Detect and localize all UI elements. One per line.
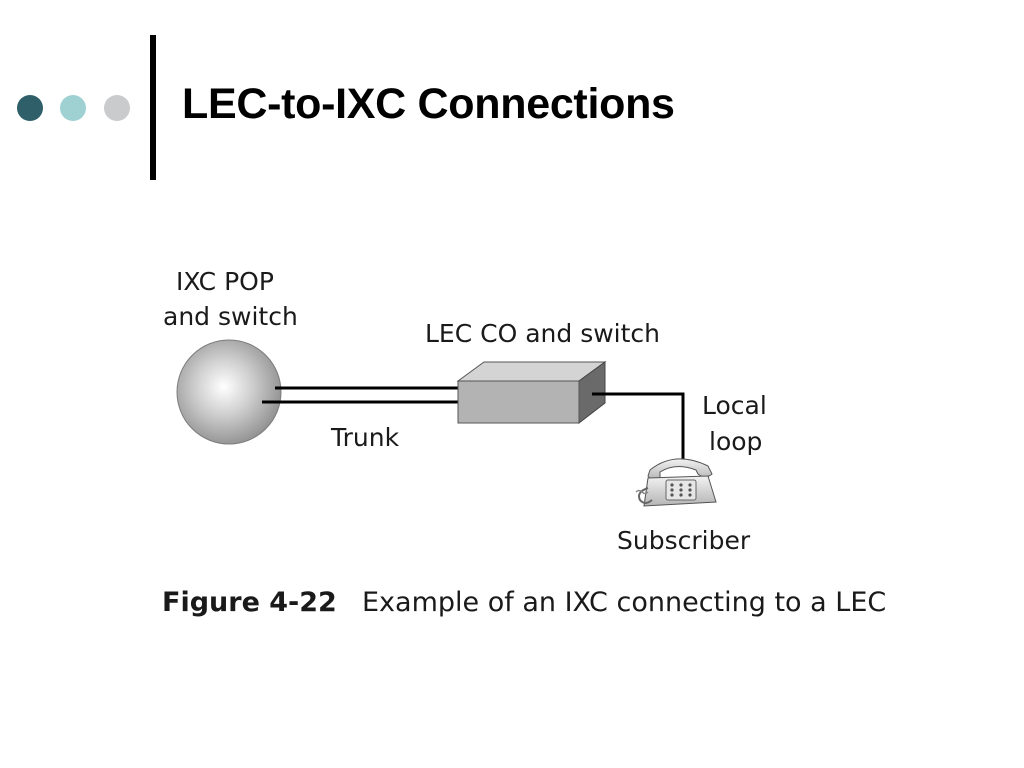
bullet-dot-dark [17, 95, 43, 121]
subscriber-label: Subscriber [617, 526, 751, 555]
telephone-icon [635, 458, 717, 507]
ixc-pop-switch-node [176, 339, 282, 445]
figure-caption: Example of an IXC connecting to a LEC [362, 587, 886, 618]
local-loop-link [592, 392, 685, 462]
lec-co-label: LEC CO and switch [425, 319, 660, 348]
slide-title: LEC-to-IXC Connections [182, 80, 675, 128]
trunk-link [262, 386, 462, 404]
trunk-label: Trunk [330, 423, 400, 452]
bullet-dot-light [60, 95, 86, 121]
title-divider [150, 35, 156, 180]
ixc-pop-label-line2: and switch [163, 302, 298, 331]
figure-number: Figure 4-22 [162, 587, 337, 618]
lec-co-switch-node [456, 361, 607, 425]
local-loop-label-line1: Local [702, 391, 767, 420]
bullet-dot-gray [104, 95, 130, 121]
ixc-pop-label-line1: IXC POP [176, 267, 274, 296]
local-loop-label-line2: loop [709, 427, 762, 456]
